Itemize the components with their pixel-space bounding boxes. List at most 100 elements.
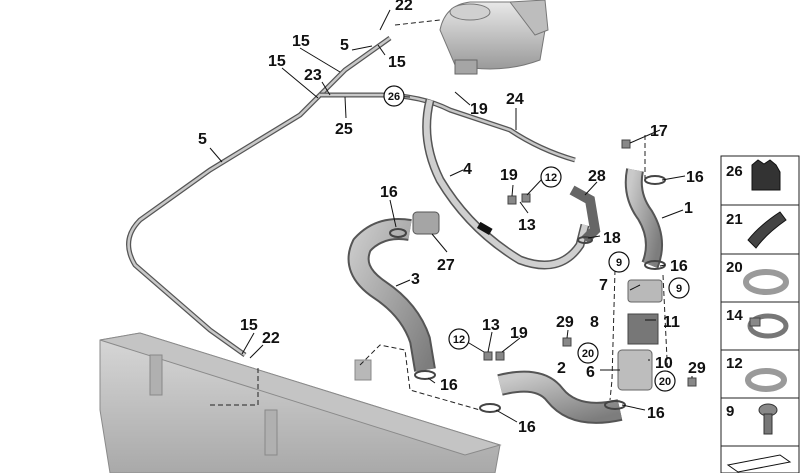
callout-15: 15 bbox=[388, 54, 406, 71]
hose-4-highlight bbox=[423, 99, 588, 268]
legend-item-14: 14 bbox=[726, 307, 789, 339]
legend-item-20: 20 bbox=[726, 259, 789, 295]
strap-icon bbox=[747, 211, 787, 249]
svg-text:20: 20 bbox=[659, 376, 671, 388]
svg-text:20: 20 bbox=[726, 259, 743, 276]
svg-text:12: 12 bbox=[726, 355, 743, 372]
callout-28: 28 bbox=[588, 168, 606, 185]
callout-19: 19 bbox=[510, 325, 528, 342]
thermostat-insert bbox=[627, 313, 659, 345]
guide-line bbox=[359, 344, 481, 411]
callout-5: 5 bbox=[198, 131, 207, 148]
callout-15: 15 bbox=[240, 317, 258, 334]
clamp bbox=[389, 228, 407, 238]
callout-22: 22 bbox=[262, 330, 280, 347]
thermostat-assembly bbox=[617, 279, 663, 391]
callout-16: 16 bbox=[518, 419, 536, 436]
callout-16: 16 bbox=[686, 169, 704, 186]
callout-circle-26: 26 bbox=[383, 85, 405, 107]
callout-13: 13 bbox=[518, 217, 536, 234]
guide-line bbox=[609, 269, 616, 401]
bolt bbox=[621, 139, 631, 149]
svg-text:20: 20 bbox=[582, 348, 594, 360]
callout-5: 5 bbox=[340, 37, 349, 54]
callout-16: 16 bbox=[647, 405, 665, 422]
svg-text:26: 26 bbox=[388, 91, 400, 103]
callout-2: 2 bbox=[557, 360, 566, 377]
callout-circle-9: 9 bbox=[608, 251, 630, 273]
callout-16: 16 bbox=[440, 377, 458, 394]
radiator-bracket bbox=[149, 354, 163, 396]
hose-3-fill bbox=[349, 220, 434, 372]
callout-25: 25 bbox=[335, 121, 353, 138]
callout-circle-12: 12 bbox=[448, 328, 470, 350]
callout-6: 6 bbox=[586, 364, 595, 381]
callout-15: 15 bbox=[268, 53, 286, 70]
clamp bbox=[604, 400, 626, 410]
bolt bbox=[495, 351, 505, 361]
circled-callouts: 26 12 9 9 12 20 20 bbox=[383, 85, 690, 392]
seal-ring-icon bbox=[743, 269, 789, 295]
radiator-bracket bbox=[354, 359, 372, 381]
clamp bbox=[414, 370, 436, 380]
legend-item-21: 21 bbox=[726, 211, 787, 249]
radiator-bracket bbox=[264, 409, 278, 456]
callout-16: 16 bbox=[670, 258, 688, 275]
tank-cap bbox=[449, 3, 491, 21]
callout-1: 1 bbox=[684, 200, 693, 217]
callout-4: 4 bbox=[463, 161, 472, 178]
bolt bbox=[483, 351, 493, 361]
svg-text:12: 12 bbox=[545, 172, 557, 184]
clamp bbox=[577, 236, 593, 244]
legend-item-12: 12 bbox=[726, 355, 787, 392]
vent-line-5-highlight bbox=[127, 36, 391, 357]
vent-line-24-highlight bbox=[320, 93, 576, 162]
callouts: 22 15 5 15 15 23 19 24 25 5 17 4 16 28 1… bbox=[198, 0, 706, 436]
expansion-tank bbox=[439, 0, 549, 75]
callout-circle-20: 20 bbox=[577, 342, 599, 364]
svg-text:9: 9 bbox=[676, 283, 682, 295]
clamp bbox=[644, 175, 666, 185]
callout-circle-9: 9 bbox=[668, 277, 690, 299]
callout-23: 23 bbox=[304, 67, 322, 84]
callout-16: 16 bbox=[380, 184, 398, 201]
callout-15: 15 bbox=[292, 33, 310, 50]
guide-line bbox=[394, 19, 441, 26]
legend-item-9: 9 bbox=[726, 403, 778, 435]
callout-17: 17 bbox=[650, 123, 668, 140]
svg-text:9: 9 bbox=[616, 257, 622, 269]
radiator bbox=[99, 332, 502, 473]
legend-item-26: 26 bbox=[726, 159, 781, 191]
callout-19: 19 bbox=[500, 167, 518, 184]
callout-18: 18 bbox=[603, 230, 621, 247]
callout-circle-12: 12 bbox=[540, 166, 562, 188]
svg-text:21: 21 bbox=[726, 211, 743, 228]
callout-8: 8 bbox=[590, 314, 599, 331]
tank-outlet bbox=[454, 59, 478, 75]
callout-22: 22 bbox=[395, 0, 413, 14]
bolt bbox=[562, 337, 572, 347]
callout-19: 19 bbox=[470, 101, 488, 118]
callout-7: 7 bbox=[599, 277, 608, 294]
svg-text:12: 12 bbox=[453, 334, 465, 346]
guide-line bbox=[210, 365, 259, 406]
hose-band bbox=[476, 221, 493, 235]
callout-27: 27 bbox=[437, 257, 455, 274]
callout-29: 29 bbox=[556, 314, 574, 331]
callout-13: 13 bbox=[482, 317, 500, 334]
svg-text:26: 26 bbox=[726, 163, 743, 180]
vent-line-5 bbox=[126, 35, 392, 358]
o-ring-icon bbox=[745, 368, 787, 392]
connector-27 bbox=[412, 211, 440, 235]
bolt bbox=[521, 193, 531, 203]
hose-1-fill bbox=[626, 168, 661, 268]
callout-10: 10 bbox=[655, 355, 673, 372]
callout-3: 3 bbox=[411, 271, 420, 288]
svg-text:14: 14 bbox=[726, 307, 743, 324]
callout-29: 29 bbox=[688, 360, 706, 377]
bolt bbox=[687, 377, 697, 387]
grommet-icon bbox=[751, 159, 781, 191]
guide-line bbox=[662, 274, 669, 381]
